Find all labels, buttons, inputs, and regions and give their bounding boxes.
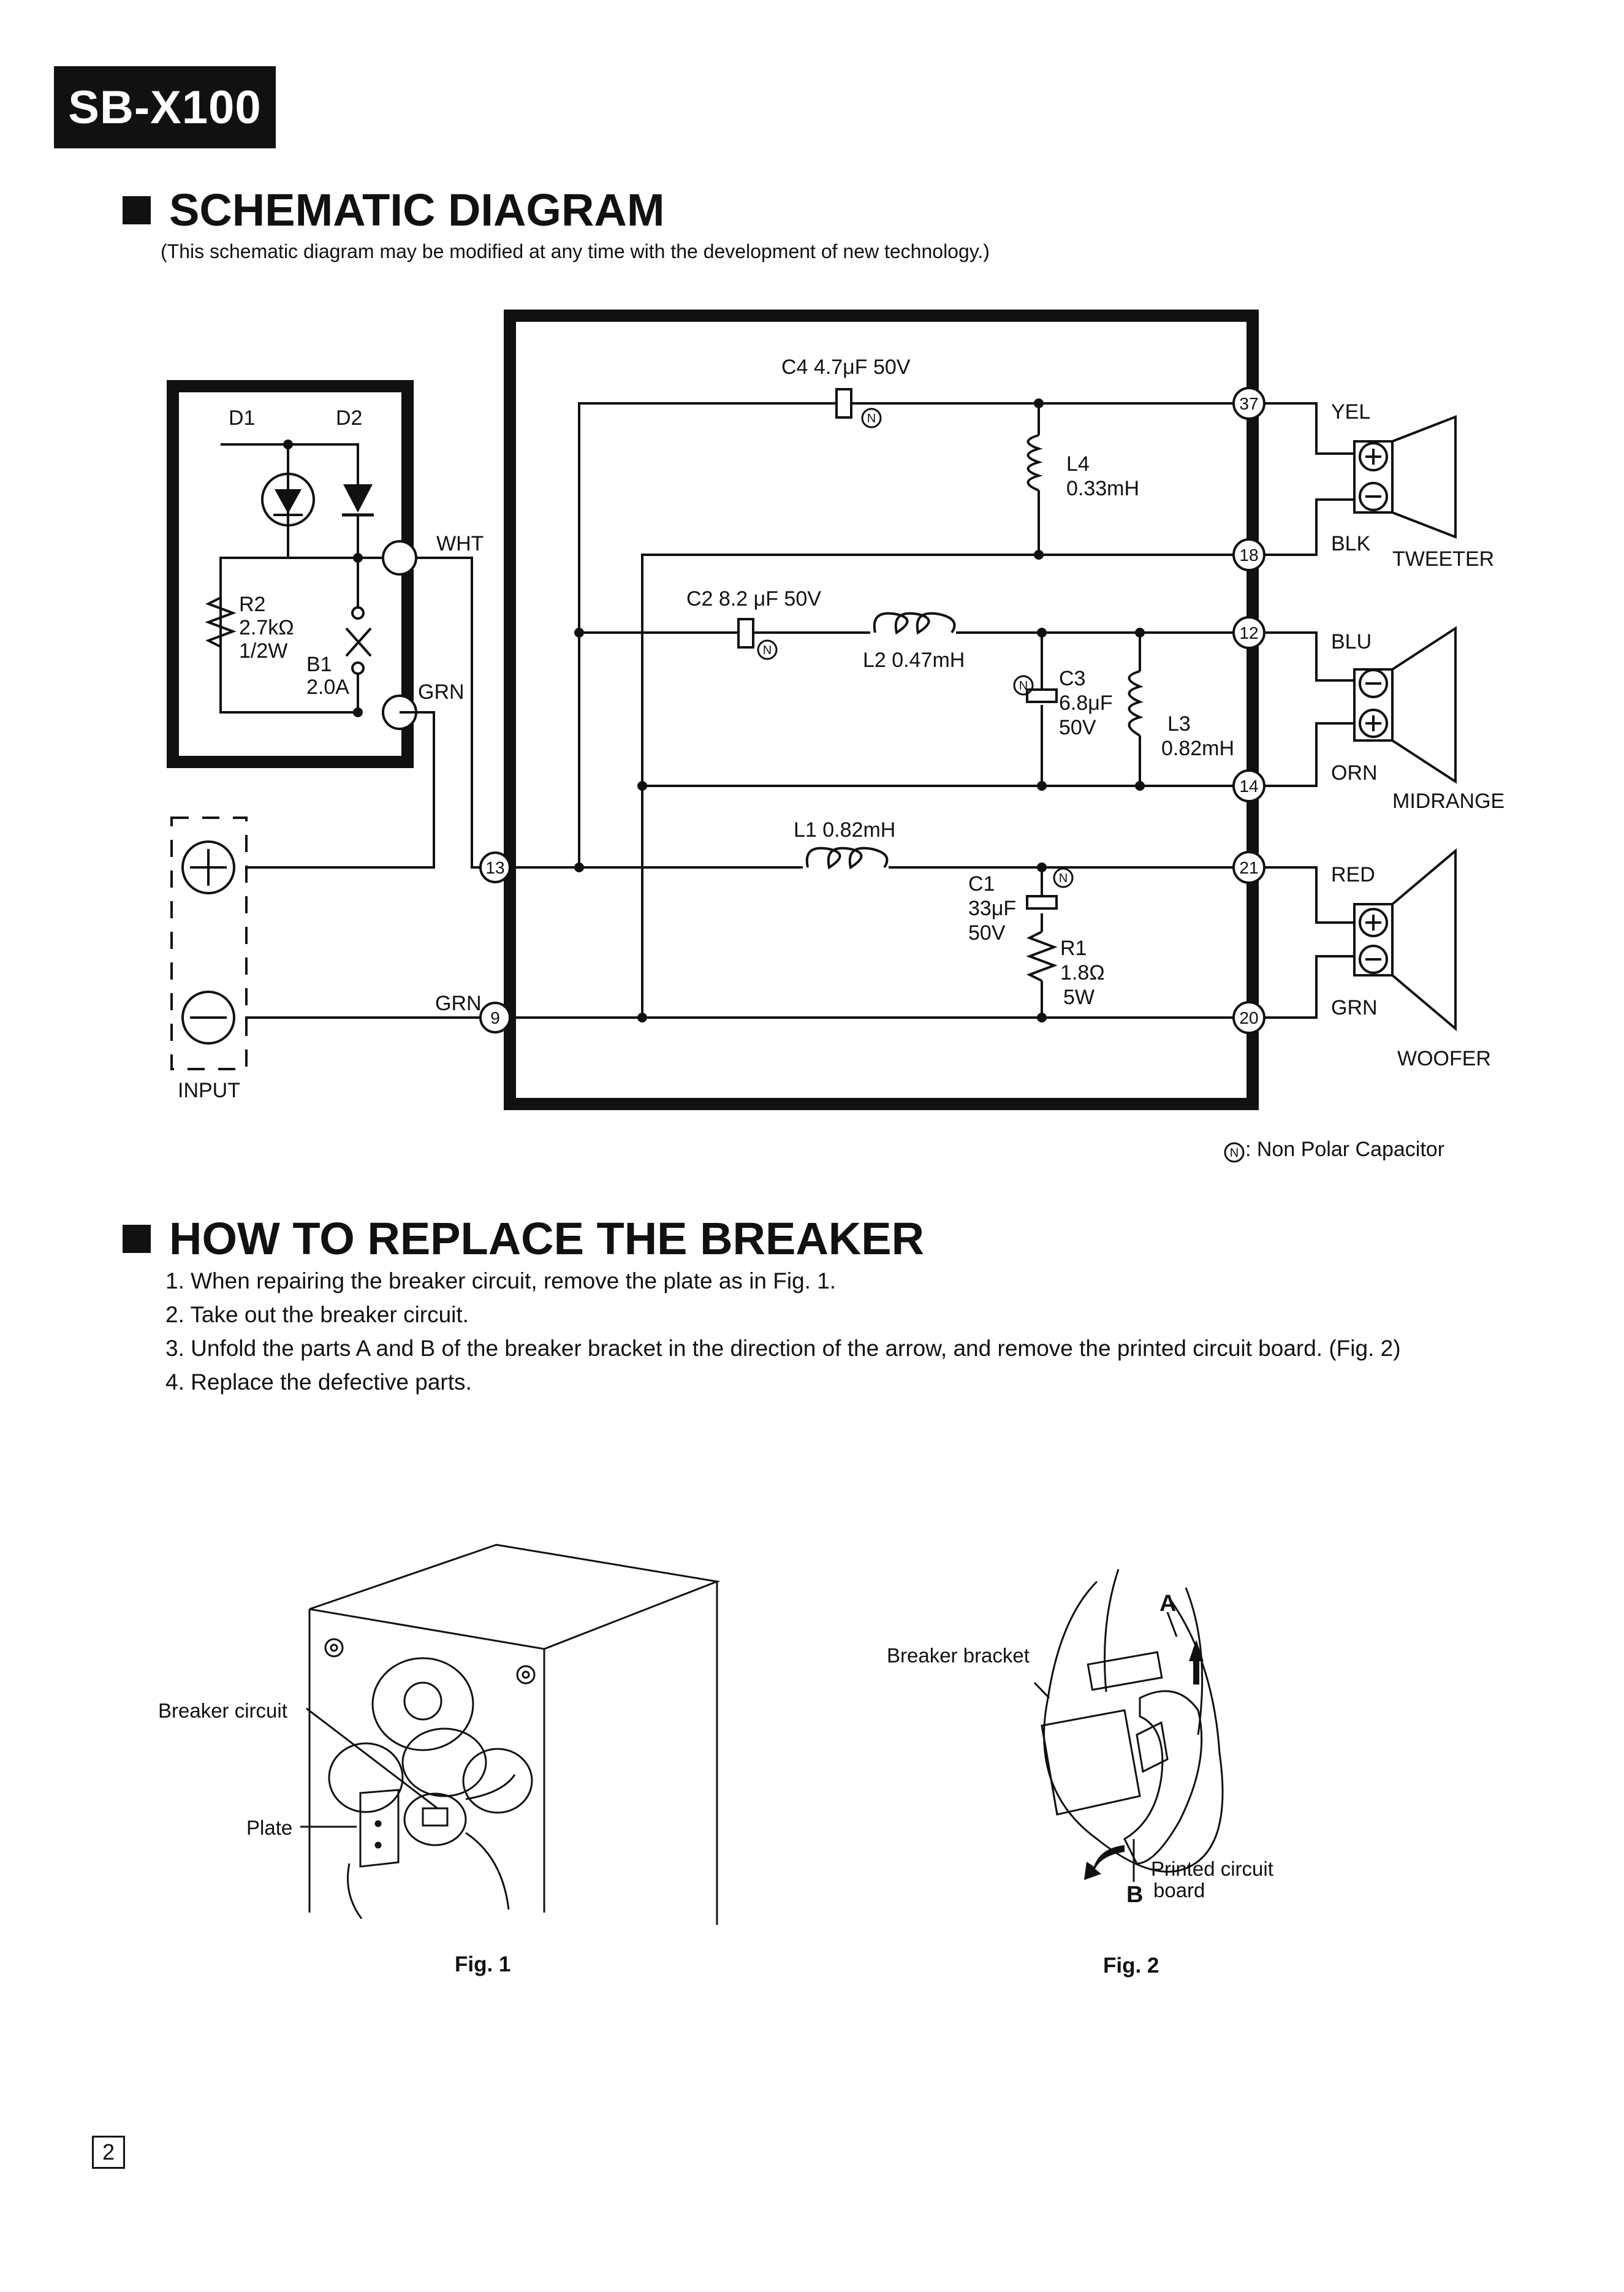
label-grn-breaker: GRN — [418, 680, 465, 704]
label-d1: D1 — [229, 406, 255, 430]
label-r2-value: 2.7kΩ — [239, 616, 294, 639]
label-input: INPUT — [178, 1079, 240, 1102]
woofer-speaker-icon — [1391, 848, 1457, 1032]
breaker-box — [167, 380, 414, 768]
breaker-steps: 1. When repairing the breaker circuit, r… — [165, 1264, 1401, 1399]
label-tweeter: TWEETER — [1392, 547, 1494, 571]
step-1: 1. When repairing the breaker circuit, r… — [165, 1268, 837, 1293]
terminal-20: 20 — [1239, 1008, 1258, 1027]
fig2-label-breaker-bracket: Breaker bracket — [887, 1644, 1030, 1667]
heading-square-icon — [123, 196, 151, 224]
label-c3-volt: 50V — [1059, 716, 1096, 739]
input-plus-terminal — [181, 840, 235, 894]
np-mark-c4: N — [867, 412, 876, 425]
np-mark-c1: N — [1059, 872, 1068, 885]
schematic-heading: SCHEMATIC DIAGRAM — [123, 184, 664, 236]
schematic-note: (This schematic diagram may be modified … — [161, 240, 990, 262]
step-3: 3. Unfold the parts A and B of the break… — [165, 1336, 1401, 1361]
terminal-21: 21 — [1239, 858, 1258, 877]
label-c4: C4 4.7μF 50V — [781, 356, 911, 379]
label-b1-value: 2.0A — [306, 676, 349, 699]
fig1-label-breaker-circuit: Breaker circuit — [158, 1699, 287, 1722]
np-mark-c2: N — [763, 644, 772, 657]
np-mark-legend: N — [1230, 1146, 1239, 1160]
label-b1-name: B1 — [306, 653, 332, 676]
label-wire-orn: ORN — [1331, 761, 1378, 785]
label-d2: D2 — [336, 406, 362, 430]
label-l1: L1 0.82mH — [794, 818, 895, 842]
heading-square-icon — [123, 1224, 151, 1253]
led-d1 — [261, 473, 315, 527]
crossover-box — [504, 310, 1259, 1110]
label-wire-blu: BLU — [1331, 630, 1372, 653]
label-woofer: WOOFER — [1397, 1047, 1491, 1070]
terminal-12: 12 — [1239, 623, 1258, 642]
label-r1-power: 5W — [1063, 986, 1095, 1009]
label-c1-value: 33μF — [968, 897, 1016, 920]
tweeter-speaker-icon — [1391, 415, 1457, 539]
label-wire-yel: YEL — [1331, 400, 1370, 424]
label-r2-name: R2 — [239, 593, 265, 616]
label-l3-name: L3 — [1167, 712, 1191, 736]
fig2-label-a: A — [1159, 1591, 1177, 1616]
step-4: 4. Replace the defective parts. — [165, 1369, 472, 1395]
label-c1-volt: 50V — [968, 921, 1006, 945]
page-number: 2 — [92, 2136, 125, 2169]
fig1-label-plate: Plate — [246, 1816, 293, 1839]
label-c2: C2 8.2 μF 50V — [686, 587, 821, 611]
input-box — [170, 817, 248, 1070]
label-wht: WHT — [436, 532, 484, 555]
diode-d2 — [343, 484, 373, 512]
label-c3-value: 6.8μF — [1059, 691, 1113, 715]
fig2-label-pcb-line1: Printed circuit — [1151, 1857, 1273, 1880]
model-badge: SB-X100 — [54, 66, 276, 148]
label-l3-value: 0.82mH — [1161, 737, 1234, 760]
label-r1-name: R1 — [1060, 937, 1087, 960]
label-wire-grn: GRN — [1331, 996, 1378, 1019]
np-mark-c3: N — [1019, 679, 1028, 693]
fig2-label-b: B — [1126, 1882, 1144, 1908]
schematic-heading-text: SCHEMATIC DIAGRAM — [169, 185, 665, 235]
step-2: 2. Take out the breaker circuit. — [165, 1302, 469, 1327]
terminal-9: 9 — [490, 1008, 500, 1027]
breaker-heading-text: HOW TO REPLACE THE BREAKER — [169, 1213, 925, 1264]
label-wire-blk: BLK — [1331, 532, 1371, 555]
fig1-caption: Fig. 1 — [455, 1952, 511, 1976]
label-r2-power: 1/2W — [239, 639, 287, 663]
label-wire-red: RED — [1331, 863, 1375, 886]
terminal-37: 37 — [1239, 394, 1258, 413]
label-l2: L2 0.47mH — [863, 649, 965, 672]
label-midrange: MIDRANGE — [1392, 790, 1504, 813]
label-l4-name: L4 — [1066, 452, 1090, 476]
label-grn-input: GRN — [435, 992, 482, 1015]
breaker-heading: HOW TO REPLACE THE BREAKER — [123, 1213, 924, 1265]
non-polar-legend: : Non Polar Capacitor — [1245, 1138, 1445, 1161]
input-minus-terminal — [181, 991, 235, 1045]
fig2-label-pcb-line2: board — [1153, 1879, 1205, 1902]
label-l4-value: 0.33mH — [1066, 477, 1139, 500]
terminal-13: 13 — [485, 858, 504, 877]
label-c1-name: C1 — [968, 872, 995, 896]
fig2-caption: Fig. 2 — [1103, 1954, 1159, 1978]
label-r1-value: 1.8Ω — [1060, 961, 1105, 984]
midrange-speaker-icon — [1391, 626, 1457, 784]
terminal-14: 14 — [1239, 777, 1258, 796]
terminal-18: 18 — [1239, 546, 1258, 565]
label-c3-name: C3 — [1059, 667, 1085, 690]
